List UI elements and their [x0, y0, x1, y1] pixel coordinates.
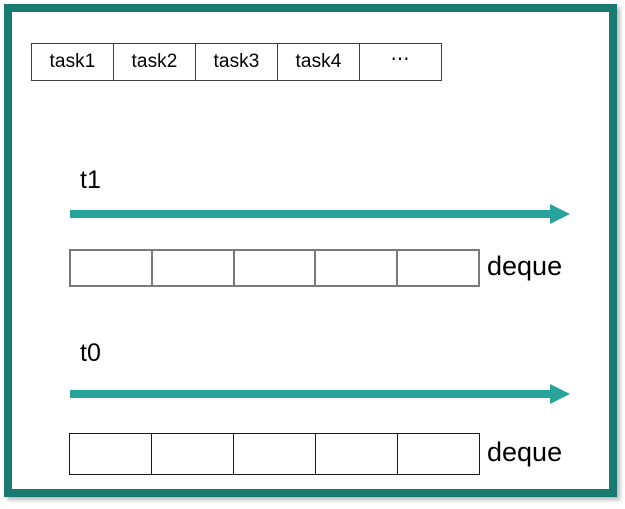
thread-label-t0: t0 [80, 339, 101, 367]
deque-cell [70, 434, 152, 474]
deque-cell [71, 251, 153, 285]
task-cell: task4 [278, 44, 360, 80]
task-queue-strip: task1 task2 task3 task4 ⋯ [31, 43, 442, 81]
diagram-frame: task1 task2 task3 task4 ⋯ t1 deque t0 [4, 4, 617, 497]
deque-cell [234, 434, 316, 474]
task-cell: task1 [32, 44, 114, 80]
right-arrow-icon [70, 204, 570, 224]
task-cell-ellipsis: ⋯ [360, 44, 442, 80]
deque-cell [398, 434, 479, 474]
deque-cell [234, 251, 317, 285]
deque-cell [152, 251, 235, 285]
task-cell: task3 [196, 44, 278, 80]
deque-cell [316, 251, 399, 285]
deque-cell [316, 434, 398, 474]
deque-label-t0: deque [487, 437, 563, 467]
deque-strip-t0 [69, 433, 480, 475]
task-cell: task2 [114, 44, 196, 80]
deque-label-t1: deque [487, 251, 563, 281]
deque-cell [398, 251, 478, 285]
right-arrow-icon [70, 384, 570, 404]
deque-strip-t1 [69, 249, 480, 287]
deque-cell [152, 434, 234, 474]
thread-label-t1: t1 [80, 166, 101, 194]
